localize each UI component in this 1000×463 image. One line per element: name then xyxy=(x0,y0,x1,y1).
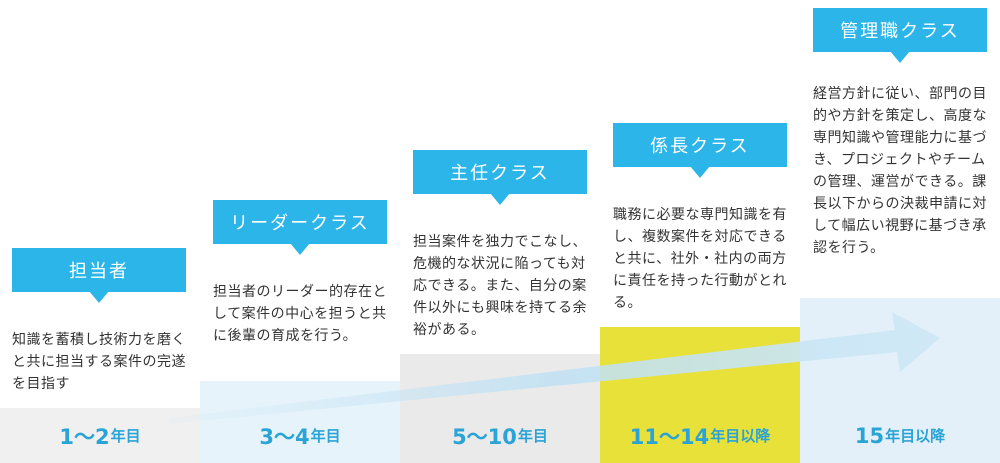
stage-3-title-badge: 主任クラス xyxy=(413,150,587,205)
stage-3-years-number: 5〜10 xyxy=(452,424,517,449)
stage-1-title-badge: 担当者 xyxy=(12,248,186,303)
stage-1-title: 担当者 xyxy=(69,261,129,282)
stage-3-years-suffix: 年目 xyxy=(517,427,548,445)
stage-2-years-number: 3〜4 xyxy=(259,424,310,449)
stage-5-title: 管理職クラス xyxy=(840,21,960,42)
stage-2-years-suffix: 年目 xyxy=(310,427,341,445)
stage-4-title: 係長クラス xyxy=(650,136,750,157)
stage-5-years-number: 15 xyxy=(854,423,885,448)
stage-4-description: 職務に必要な専門知識を有し、複数案件を対応できると共に、社外・社内の両方に責任を… xyxy=(613,207,787,311)
stage-2-title-badge: リーダークラス xyxy=(213,200,387,255)
stage-1-years-suffix: 年目 xyxy=(110,427,141,445)
stage-4-title-badge: 係長クラス xyxy=(613,123,787,178)
stage-2-description: 担当者のリーダー的存在として案件の中心を担うと共に後輩の育成を行う。 xyxy=(213,284,387,344)
stage-4-years-suffix: 年目以降 xyxy=(710,427,771,445)
stage-1-years-number: 1〜2 xyxy=(59,424,110,449)
stage-5-description: 経営方針に従い、部門の目的や方針を策定し、高度な専門知識や管理能力に基づき、プロ… xyxy=(813,86,987,256)
stage-1-description: 知識を蓄積し技術力を磨くと共に担当する案件の完遂を目指す xyxy=(12,332,186,392)
stage-5-title-badge: 管理職クラス xyxy=(813,8,987,63)
stage-1-band xyxy=(0,408,200,463)
stage-3-title: 主任クラス xyxy=(450,163,550,184)
stage-5-years-suffix: 年目以降 xyxy=(885,427,946,445)
stage-4-years-number: 11〜14 xyxy=(629,424,710,449)
stage-3-description: 担当案件を独力でこなし、危機的な状況に陥っても対応できる。また、自分の案件以外に… xyxy=(413,234,587,338)
stage-2-title: リーダークラス xyxy=(230,213,370,234)
